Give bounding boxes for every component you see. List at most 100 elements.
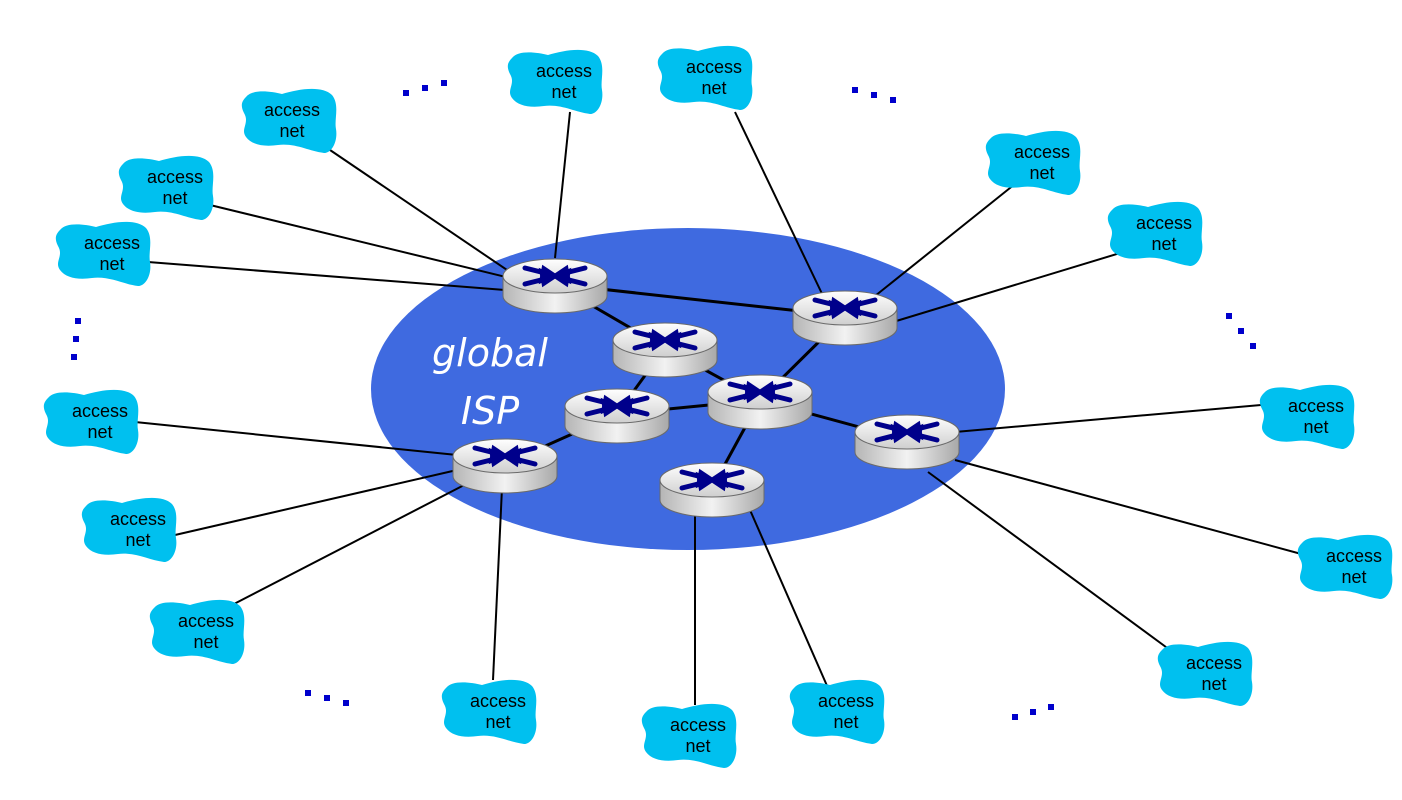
router-icon	[707, 374, 813, 430]
access-net: access net	[1107, 201, 1203, 266]
access-link	[954, 403, 1273, 433]
access-net-cloud-icon	[118, 155, 214, 220]
access-net-label-line1: access	[72, 401, 128, 421]
access-link	[749, 509, 829, 689]
access-net-label-line2: net	[99, 254, 124, 274]
access-net-label-line2: net	[701, 78, 726, 98]
access-net-label-line1: access	[686, 57, 742, 77]
access-net: access net	[55, 221, 151, 286]
access-net-cloud-icon	[81, 497, 177, 562]
access-net-label-line2: net	[279, 121, 304, 141]
access-link	[927, 471, 1171, 651]
ellipsis-dots	[71, 80, 1256, 720]
ellipsis-indicator	[305, 690, 349, 706]
access-net-label-line1: access	[178, 611, 234, 631]
access-link	[209, 204, 511, 279]
access-link	[231, 481, 471, 606]
access-net-label-line2: net	[1029, 163, 1054, 183]
access-net-cloud-icon	[55, 221, 151, 286]
access-link	[134, 421, 458, 456]
router-icon	[792, 290, 898, 346]
access-net-label-line1: access	[110, 509, 166, 529]
access-net-label-line2: net	[1303, 417, 1328, 437]
access-net: access net	[507, 49, 603, 114]
access-net: access net	[1157, 641, 1253, 706]
access-net-cloud-icon	[1297, 534, 1393, 599]
access-net-label-line2: net	[162, 188, 187, 208]
access-link	[554, 111, 571, 259]
access-net-cloud-icon	[1259, 384, 1355, 449]
access-nets: access net access net access net access …	[43, 45, 1393, 768]
access-net-label-line1: access	[264, 100, 320, 120]
access-net: access net	[81, 497, 177, 562]
access-net-label-line1: access	[470, 691, 526, 711]
access-net-label-line1: access	[147, 167, 203, 187]
access-net: access net	[789, 679, 885, 744]
access-link	[954, 459, 1306, 556]
access-net-label-line1: access	[1288, 396, 1344, 416]
access-link	[869, 179, 1021, 301]
access-net: access net	[43, 389, 139, 454]
ellipsis-indicator	[71, 318, 81, 360]
access-net: access net	[241, 88, 337, 153]
access-net-label-line2: net	[125, 530, 150, 550]
ellipsis-indicator	[852, 87, 896, 103]
access-link	[734, 111, 826, 301]
access-net-label-line1: access	[1014, 142, 1070, 162]
access-net-cloud-icon	[1157, 641, 1253, 706]
access-link	[892, 249, 1131, 323]
router-icon	[452, 438, 558, 494]
router-icon	[854, 414, 960, 470]
access-net: access net	[1259, 384, 1355, 449]
access-link	[147, 261, 506, 291]
access-net-label-line2: net	[193, 632, 218, 652]
access-net: access net	[657, 45, 753, 110]
access-net-label-line2: net	[1151, 234, 1176, 254]
router-icon	[659, 462, 765, 518]
access-net: access net	[441, 679, 537, 744]
router-icon	[502, 258, 608, 314]
access-net-label-line1: access	[1136, 213, 1192, 233]
access-net-label-line1: access	[1186, 653, 1242, 673]
access-net: access net	[985, 130, 1081, 195]
access-link	[174, 469, 458, 536]
access-net: access net	[149, 599, 245, 664]
routers	[452, 258, 960, 518]
access-net: access net	[641, 703, 737, 768]
access-net-label-line1: access	[1326, 546, 1382, 566]
access-net-cloud-icon	[985, 130, 1081, 195]
access-net-cloud-icon	[641, 703, 737, 768]
access-net-label-line1: access	[536, 61, 592, 81]
ellipsis-indicator	[1012, 704, 1054, 720]
access-net-cloud-icon	[789, 679, 885, 744]
access-net-cloud-icon	[43, 389, 139, 454]
access-link	[329, 149, 511, 273]
router-icon	[612, 322, 718, 378]
access-net-label-line1: access	[670, 715, 726, 735]
access-net-label-line2: net	[685, 736, 710, 756]
access-links	[134, 111, 1306, 705]
access-net-cloud-icon	[507, 49, 603, 114]
access-net-label-line2: net	[1341, 567, 1366, 587]
access-net-cloud-icon	[657, 45, 753, 110]
access-net-cloud-icon	[441, 679, 537, 744]
ellipsis-indicator	[1226, 313, 1256, 349]
router-icon	[564, 388, 670, 444]
ellipsis-indicator	[403, 80, 447, 96]
access-net-cloud-icon	[1107, 201, 1203, 266]
access-link	[492, 487, 503, 681]
isp-label-line1: global	[432, 331, 548, 375]
access-net-label-line2: net	[833, 712, 858, 732]
access-net: access net	[1297, 534, 1393, 599]
access-net: access net	[118, 155, 214, 220]
access-net-label-line2: net	[1201, 674, 1226, 694]
access-net-label-line2: net	[87, 422, 112, 442]
access-net-cloud-icon	[149, 599, 245, 664]
access-net-label-line2: net	[551, 82, 576, 102]
access-net-label-line2: net	[485, 712, 510, 732]
access-net-label-line1: access	[818, 691, 874, 711]
access-net-cloud-icon	[241, 88, 337, 153]
isp-label-line2: ISP	[461, 389, 519, 433]
access-net-label-line1: access	[84, 233, 140, 253]
